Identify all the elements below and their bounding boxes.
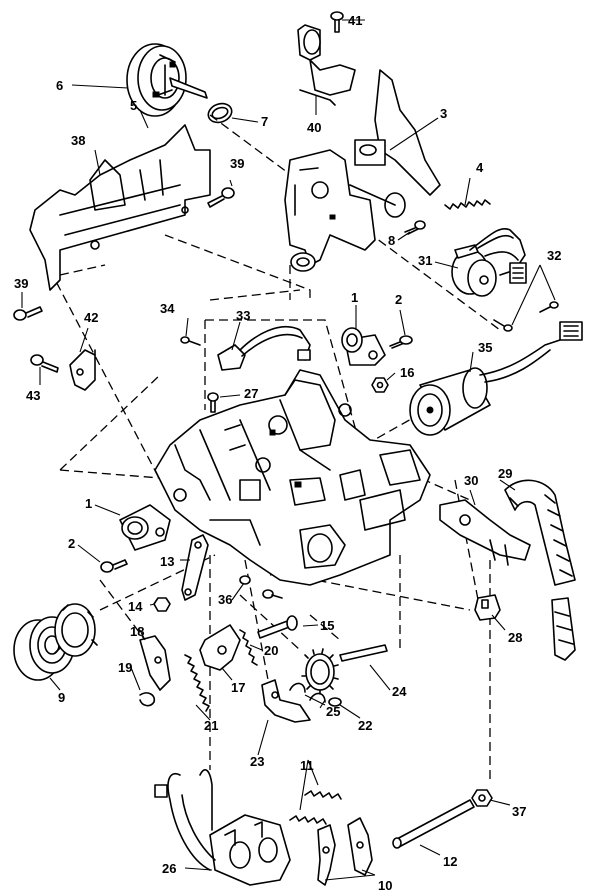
callout-2-upper: 2	[395, 292, 402, 307]
callout-1-upper: 1	[351, 290, 358, 305]
part-28-clip	[474, 594, 501, 621]
part-22-gear	[301, 648, 342, 707]
callout-31: 31	[418, 253, 432, 268]
callout-1-lower: 1	[85, 496, 92, 511]
callout-43: 43	[26, 388, 40, 403]
callout-10: 10	[378, 878, 392, 893]
part-35-main-motor	[409, 321, 583, 436]
part-12-shaft	[392, 799, 475, 849]
part-31-motor	[451, 228, 527, 297]
part-33-sensor-cable	[217, 325, 311, 371]
callout-39-left: 39	[14, 276, 28, 291]
callout-4: 4	[476, 160, 484, 175]
part-2-screw-upper	[389, 335, 413, 349]
callout-2-lower: 2	[68, 536, 75, 551]
callout-13: 13	[160, 554, 174, 569]
callout-8: 8	[388, 233, 395, 248]
part-34-screw	[180, 336, 201, 346]
callout-38: 38	[71, 133, 85, 148]
callout-5: 5	[130, 98, 137, 113]
callout-42: 42	[84, 310, 98, 325]
part-37-nut	[471, 789, 493, 807]
part-42-bracket	[69, 349, 96, 391]
callout-26: 26	[162, 861, 176, 876]
part-23-bracket	[261, 679, 311, 723]
part-1-tension-arm-upper	[341, 327, 386, 366]
callout-21: 21	[204, 718, 218, 733]
callout-19: 19	[118, 660, 132, 675]
part-4-spring	[444, 199, 491, 210]
callout-35: 35	[478, 340, 492, 355]
part-27-screw	[207, 392, 219, 413]
callout-20: 20	[264, 643, 278, 658]
part-2-screw-lower	[100, 559, 128, 573]
callout-3: 3	[440, 106, 447, 121]
callout-23: 23	[250, 754, 264, 769]
callout-39-upper: 39	[230, 156, 244, 171]
callout-36: 36	[218, 592, 232, 607]
callout-32: 32	[547, 248, 561, 263]
callout-12: 12	[443, 854, 457, 869]
part-36-screws	[239, 575, 283, 599]
part-40-bracket	[297, 24, 356, 106]
callout-30: 30	[464, 473, 478, 488]
part-29-belt	[504, 479, 576, 661]
leader-lines	[21, 19, 556, 881]
main-chassis	[154, 369, 431, 586]
part-18-bracket	[139, 635, 171, 691]
part-24-shaft	[339, 644, 388, 662]
part-41-screw	[330, 11, 344, 33]
part-14-nut	[153, 597, 171, 612]
part-43-screw	[30, 354, 59, 373]
callout-28: 28	[508, 630, 522, 645]
callout-27: 27	[244, 386, 258, 401]
callout-6: 6	[56, 78, 63, 93]
part-16-nut	[371, 377, 389, 393]
part-20-spring	[239, 629, 258, 666]
callout-14: 14	[128, 599, 143, 614]
part-7-ring	[207, 102, 233, 124]
part-3-lever-assembly	[284, 69, 441, 272]
callout-18: 18	[130, 624, 144, 639]
part-10-levers	[317, 817, 373, 886]
part-32-screws	[493, 301, 559, 332]
callout-33: 33	[236, 308, 250, 323]
part-17-lever	[199, 624, 241, 671]
part-6-pulley	[126, 43, 208, 117]
callout-34: 34	[160, 301, 175, 316]
part-15-shaft	[257, 615, 298, 639]
part-8-screw	[404, 220, 426, 235]
callout-11: 11	[300, 758, 314, 773]
callout-22: 22	[358, 718, 372, 733]
callout-25: 25	[326, 704, 340, 719]
part-39-screw-upper	[207, 187, 235, 208]
callout-37: 37	[512, 804, 526, 819]
part-39-screw-left	[13, 306, 43, 321]
part-19-clip	[139, 692, 156, 707]
part-1-tension-arm-lower	[119, 504, 171, 551]
callout-7: 7	[261, 114, 268, 129]
callout-9: 9	[58, 690, 65, 705]
callout-41: 41	[348, 13, 362, 28]
part-13-link	[181, 534, 209, 601]
callout-labels: 41 6 7 5 40 3 38 39 4 8 31 32 39 34 33 1…	[14, 13, 561, 893]
callout-40: 40	[307, 120, 321, 135]
part-26-head-assembly	[154, 769, 291, 886]
callout-29: 29	[498, 466, 512, 481]
callout-16: 16	[400, 365, 414, 380]
callout-15: 15	[320, 618, 334, 633]
part-11-springs	[289, 790, 342, 825]
part-9-reel	[13, 603, 98, 681]
callout-24: 24	[392, 684, 407, 699]
part-38-frame	[29, 124, 211, 291]
part-30-lever	[439, 499, 531, 566]
callout-17: 17	[231, 680, 245, 695]
part-21-spring	[184, 654, 210, 712]
